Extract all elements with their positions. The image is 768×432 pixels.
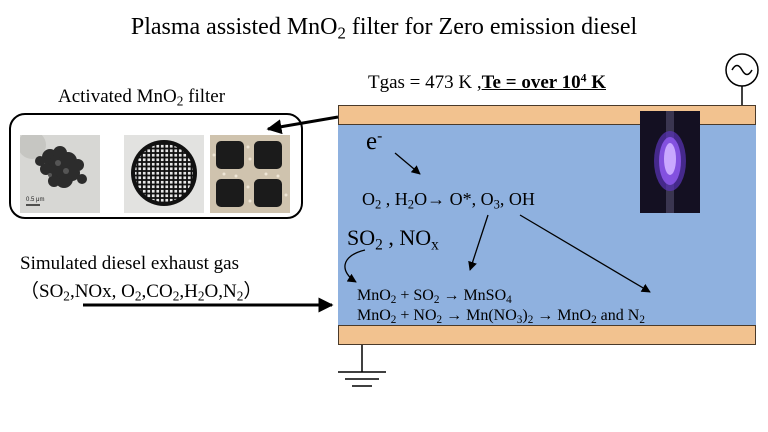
electron-arrow — [395, 153, 420, 174]
radical-arrow-2 — [520, 215, 650, 292]
pollutant-arrow — [345, 250, 365, 282]
ground-icon — [338, 345, 386, 386]
ac-source-icon — [726, 54, 758, 105]
filter-arrow — [268, 117, 338, 129]
radical-arrow-1 — [470, 215, 488, 270]
